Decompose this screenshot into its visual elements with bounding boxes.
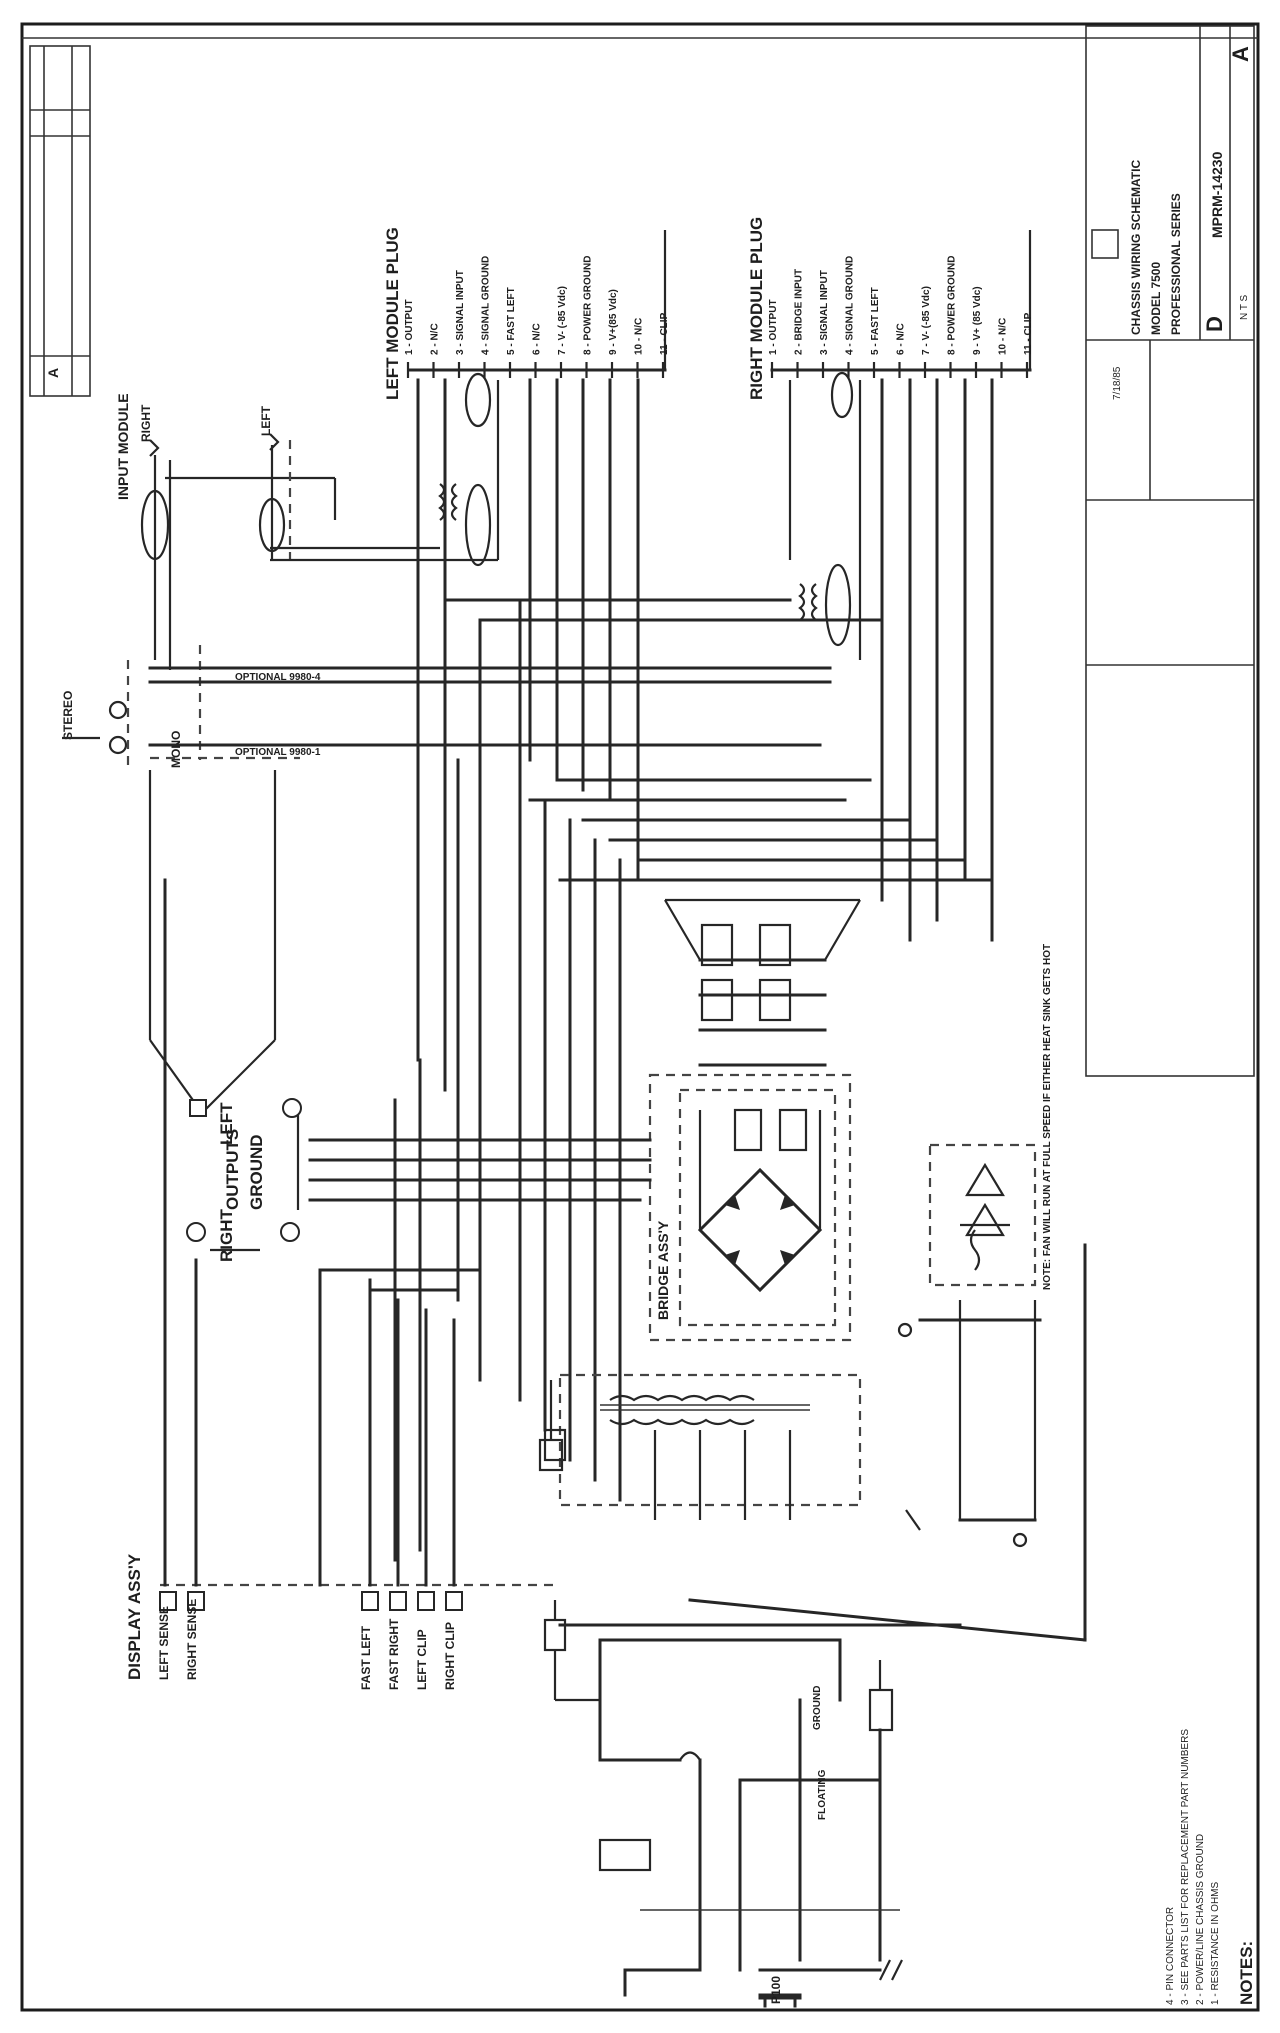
drawing-number: MPRM-14230 — [1209, 151, 1225, 238]
input-module: INPUT MODULE RIGHT LEFT — [115, 393, 337, 670]
outputs-label: OUTPUTS — [223, 1129, 242, 1210]
right-module-plug: RIGHT MODULE PLUG 1 - OUTPUT 2 - BRIDGE I… — [747, 217, 1034, 400]
optional-9980-4: OPTIONAL 9980-4 — [235, 672, 321, 683]
optional-modules: OPTIONAL 9980-4 OPTIONAL 9980-1 — [148, 666, 832, 760]
plug-label: P100 — [769, 1976, 783, 2004]
right-sense-label: RIGHT SENSE — [185, 1599, 199, 1680]
left-module-plug: LEFT MODULE PLUG 1 - OUTPUT 2 - N/C 3 - SI… — [383, 227, 670, 400]
fast-left-label: FAST LEFT — [359, 1625, 373, 1690]
left-pin-5: 5 - FAST LEFT — [506, 287, 517, 355]
plug-wiring — [393, 378, 994, 1562]
input-transformer-right — [788, 371, 862, 660]
fan-assembly: NOTE: FAN WILL RUN AT FULL SPEED IF EITH… — [928, 944, 1087, 1642]
power-input: FLOATING GROUND P100 — [558, 1598, 1087, 2008]
left-pin-1: 1 - OUTPUT — [404, 299, 415, 355]
ground-label: GROUND — [247, 1134, 266, 1210]
revision-rev: A — [45, 368, 61, 378]
left-pin-4: 4 - SIGNAL GROUND — [481, 256, 492, 355]
right-pin-2: 2 - BRIDGE INPUT — [794, 269, 805, 355]
scale-text: N T S — [1239, 294, 1250, 320]
title-line-2: MODEL 7500 — [1149, 262, 1163, 335]
note-1: 1 - RESISTANCE IN OHMS — [1210, 1882, 1221, 2005]
output-terminals: LEFT OUTPUTS GROUND RIGHT — [148, 770, 652, 1263]
fast-right-label: FAST RIGHT — [387, 1618, 401, 1690]
drawing-border — [20, 22, 1260, 2012]
note-4: 4 - PIN CONNECTOR — [1165, 1907, 1176, 2005]
left-pin-2: 2 - N/C — [430, 323, 441, 355]
display-assy-label: DISPLAY ASS'Y — [125, 1553, 144, 1680]
note-2: 2 - POWER/LINE CHASSIS GROUND — [1195, 1834, 1206, 2005]
filter-capacitors — [664, 898, 861, 1067]
ground-terminal-top — [282, 1098, 302, 1118]
left-sense-label: LEFT SENSE — [157, 1606, 171, 1680]
right-pin-9: 9 - V+ (85 Vdc) — [972, 286, 983, 355]
input-left-label: LEFT — [259, 405, 273, 436]
right-plug-title: RIGHT MODULE PLUG — [747, 217, 766, 400]
title-block: CHASSIS WIRING SCHEMATIC MODEL 7500 PROF… — [1085, 25, 1255, 1077]
right-pin-4: 4 - SIGNAL GROUND — [845, 256, 856, 355]
right-pin-3: 3 - SIGNAL INPUT — [819, 270, 830, 355]
floating-label: FLOATING — [817, 1769, 828, 1820]
right-pin-10: 10 - N/C — [998, 318, 1009, 355]
title-line-3: PROFESSIONAL SERIES — [1169, 193, 1183, 335]
display-assembly: DISPLAY ASS'Y LEFT SENSE RIGHT SENSE FAS… — [125, 878, 560, 1690]
right-pin-6: 6 - N/C — [896, 323, 907, 355]
ground-terminal-bottom — [280, 1222, 300, 1242]
left-pin-3: 3 - SIGNAL INPUT — [455, 270, 466, 355]
mono-label: MONO — [169, 731, 183, 768]
ground-switch-label: GROUND — [812, 1686, 823, 1730]
right-pin-1: 1 - OUTPUT — [768, 299, 779, 355]
input-transformer-left — [270, 372, 500, 567]
output-right-label: RIGHT — [217, 1209, 236, 1263]
left-pin-9: 9 - V+(85 Vdc) — [608, 289, 619, 355]
title-line-1: CHASSIS WIRING SCHEMATIC — [1129, 160, 1143, 335]
right-pin-5: 5 - FAST LEFT — [870, 287, 881, 355]
revision-block: A — [29, 45, 91, 397]
output-left-label: LEFT — [217, 1102, 236, 1145]
left-plug-title: LEFT MODULE PLUG — [383, 227, 402, 400]
bridge-label: BRIDGE ASS'Y — [655, 1220, 671, 1320]
right-pin-8: 8 - POWER GROUND — [947, 256, 958, 355]
left-clip-label: LEFT CLIP — [415, 1629, 429, 1690]
left-pin-7: 7 - V- (-85 Vdc) — [557, 286, 568, 355]
bridge-assembly: BRIDGE ASS'Y — [648, 1073, 852, 1342]
notes-block: NOTES: 1 - RESISTANCE IN OHMS 2 - POWER/… — [1165, 1729, 1256, 2005]
note-3: 3 - SEE PARTS LIST FOR REPLACEMENT PART … — [1180, 1729, 1191, 2005]
fan-note: NOTE: FAN WILL RUN AT FULL SPEED IF EITH… — [1042, 944, 1053, 1290]
size-letter: D — [1202, 316, 1227, 332]
left-pin-11: 11 - CLIP — [659, 312, 670, 355]
left-pin-10: 10 - N/C — [634, 318, 645, 355]
left-pin-6: 6 - N/C — [532, 323, 543, 355]
notes-heading: NOTES: — [1237, 1941, 1256, 2005]
left-pin-8: 8 - POWER GROUND — [583, 256, 594, 355]
right-pin-11: 11 - CLIP — [1023, 312, 1034, 355]
right-clip-label: RIGHT CLIP — [443, 1622, 457, 1690]
fan-switch[interactable] — [897, 1300, 1042, 1548]
optional-9980-1: OPTIONAL 9980-1 — [235, 747, 321, 758]
input-right-label: RIGHT — [139, 404, 153, 442]
power-transformer — [543, 1373, 862, 1520]
stereo-label: STEREO — [61, 691, 75, 740]
fuses — [538, 1380, 600, 1702]
right-output-terminal — [186, 1222, 206, 1242]
right-pin-7: 7 - V- (-85 Vdc) — [921, 286, 932, 355]
stereo-mono-switch[interactable]: STEREO MONO — [61, 645, 202, 770]
date-text: 7/18/85 — [1112, 366, 1123, 400]
rev-letter: A — [1228, 46, 1253, 62]
input-module-label: INPUT MODULE — [115, 393, 131, 500]
